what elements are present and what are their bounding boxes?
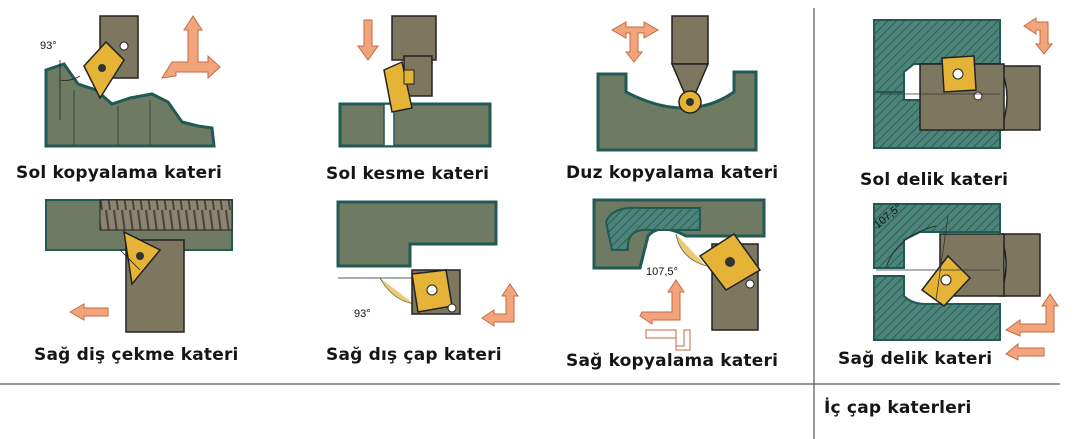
arrow-icon [357, 19, 379, 61]
arrow-icon [481, 283, 519, 327]
tool-holder [391, 15, 437, 61]
caption-sag-kopyalama: Sağ kopyalama kateri [566, 351, 779, 371]
tool-holder [671, 15, 709, 65]
tool-holder [998, 65, 1041, 131]
caption-ic-cap-katerleri: İç çap katerleri [824, 398, 972, 418]
panel-sol-delik [873, 17, 1054, 149]
caption-sag-dis-cap: Sağ dış çap kateri [326, 345, 502, 365]
arrow-icon [610, 21, 660, 63]
panel-sol-kesme [338, 15, 492, 148]
arrow-icon [1005, 342, 1045, 361]
caption-sol-delik: Sol delik kateri [860, 170, 1009, 190]
panel-sag-dis-cap [336, 200, 519, 327]
panel-sag-dis-cekme [45, 199, 233, 333]
arrow-icon [161, 15, 221, 80]
caption-duz-kopyalama: Duz kopyalama kateri [566, 163, 779, 183]
arrow-icon [68, 303, 109, 321]
panel-sag-delik [873, 203, 1059, 361]
caption-sol-kopyalama: Sol kopyalama kateri [16, 163, 222, 183]
angle-label-sol-kopyalama: 93° [40, 40, 57, 52]
panel-sag-kopyalama [592, 198, 766, 351]
cutting-insert [383, 60, 413, 113]
arrow-icon [1004, 293, 1059, 337]
arrow-icon [639, 279, 685, 325]
arrow-icon [645, 329, 691, 351]
arrow-icon [1023, 17, 1054, 55]
caption-sag-delik: Sağ delik kateri [838, 349, 993, 369]
angle-label-sag-kopyalama: 107,5° [646, 266, 678, 278]
panel-duz-kopyalama [596, 15, 758, 152]
tool-holder [998, 233, 1041, 297]
angle-label-sag-dis-cap: 93° [354, 308, 371, 320]
caption-sag-dis-cekme: Sağ diş çekme kateri [34, 345, 239, 365]
caption-sol-kesme: Sol kesme kateri [326, 164, 490, 184]
panel-sol-kopyalama [44, 15, 221, 148]
